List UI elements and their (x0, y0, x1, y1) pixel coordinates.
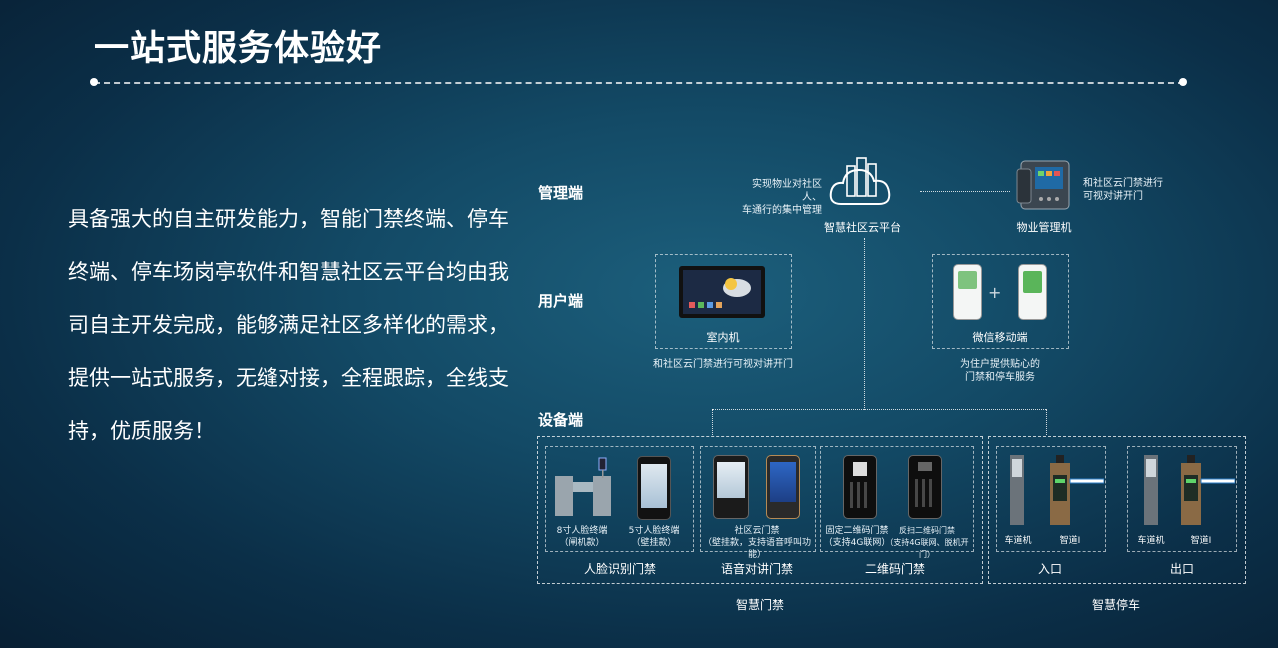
cloud-platform-icon (827, 152, 897, 214)
face-item2-caption: 5寸人脸终端（壁挂款） (628, 526, 680, 548)
face-group-label: 人脸识别门禁 (583, 562, 656, 576)
wechat-label: 微信移动端 (972, 331, 1028, 344)
device-connector-right (1046, 409, 1047, 435)
page-title: 一站式服务体验好 (94, 29, 383, 69)
entry-barrier-icon (1050, 455, 1105, 525)
wechat-box (932, 254, 1069, 349)
smart-parking-label: 智慧停车 (1091, 598, 1140, 612)
face-item1-caption: 8寸人脸终端（闸机款） (556, 526, 608, 548)
tier-device-label: 设备端 (538, 411, 584, 429)
title-divider (94, 82, 1184, 84)
exit-group-label: 出口 (1169, 562, 1194, 576)
qr-item1-caption: 固定二维码门禁（支持4G联网） (823, 526, 891, 548)
plus-icon: + (988, 283, 1002, 302)
voice-item-caption: 社区云门禁（壁挂款，支持语音呼叫功能） (702, 526, 811, 560)
indoor-unit-box (655, 254, 792, 349)
exit-barrier-icon (1181, 455, 1236, 525)
entry-item1-caption: 车道机 (1004, 536, 1032, 546)
management-connector (920, 191, 1010, 192)
divider-end-dot (1179, 78, 1187, 86)
property-phone-icon (1015, 157, 1073, 215)
entry-item2-caption: 智道Ⅰ (1059, 536, 1081, 546)
property-phone-label: 物业管理机 (1016, 221, 1072, 234)
entry-lane-machine-icon (1006, 455, 1028, 525)
cloud-access-terminal-icon (713, 455, 749, 519)
wechat-phone-1-icon (953, 264, 982, 320)
exit-item1-caption: 车道机 (1137, 536, 1165, 546)
wechat-phone-2-icon (1018, 264, 1047, 320)
trunk-connector (864, 238, 865, 410)
reverse-qr-terminal-icon (908, 455, 942, 519)
smart-access-label: 智慧门禁 (735, 598, 784, 612)
exit-lane-machine-icon (1140, 455, 1162, 525)
smart-parking-box (988, 436, 1246, 584)
face-terminal-5in-icon (637, 456, 671, 520)
management-note-right: 和社区云门禁进行 可视对讲开门 (1083, 178, 1163, 202)
qr-group-label: 二维码门禁 (864, 562, 925, 576)
management-note-left: 实现物业对社区人、 车通行的集中管理 (742, 179, 822, 216)
voice-group-label: 语音对讲门禁 (720, 562, 793, 576)
exit-group-box (1127, 446, 1237, 552)
face-group-box (545, 446, 694, 552)
description-text: 具备强大的自主研发能力，智能门禁终端、停车终端、停车场岗亭软件和智慧社区云平台均… (68, 207, 509, 443)
entry-group-label: 入口 (1037, 562, 1062, 576)
tier-management-label: 管理端 (538, 184, 584, 202)
voice-group-box (700, 446, 816, 552)
fixed-qr-terminal-icon (843, 455, 877, 519)
entry-group-box (996, 446, 1106, 552)
qr-item2-caption: 反扫二维码门禁（支持4G联网、脱机开门） (885, 526, 969, 559)
wechat-note: 为住户提供贴心的 门禁和停车服务 (960, 359, 1040, 383)
device-connector-left (712, 409, 713, 435)
indoor-unit-label: 室内机 (706, 331, 740, 344)
device-connector (712, 409, 1046, 410)
indoor-unit-note: 和社区云门禁进行可视对讲开门 (653, 359, 793, 370)
exit-item2-caption: 智道Ⅰ (1190, 536, 1212, 546)
face-gate-icon (553, 456, 613, 518)
tier-user-label: 用户端 (538, 292, 584, 310)
cloud-platform-label: 智慧社区云平台 (824, 221, 901, 234)
smart-access-box (537, 436, 983, 584)
qr-group-box (820, 446, 974, 552)
cloud-access-voice-icon (766, 455, 800, 519)
indoor-unit-icon (679, 266, 765, 318)
